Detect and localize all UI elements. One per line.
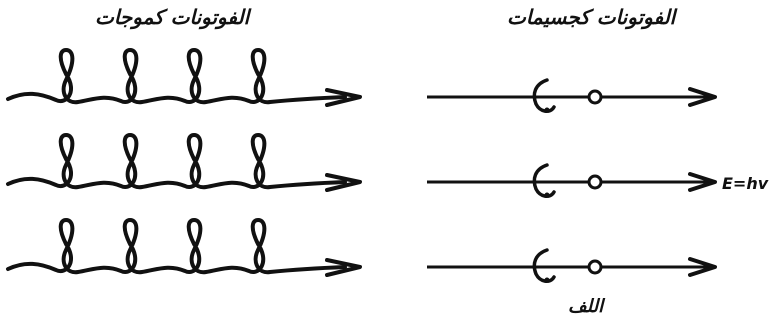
wave-photon-1 — [6, 48, 362, 107]
particle-photon-2 — [427, 163, 717, 199]
spin-label: اللف — [568, 296, 604, 317]
particle-dot — [587, 259, 603, 275]
particle-photon-1 — [427, 78, 717, 114]
wave-photon-2 — [6, 133, 362, 192]
particle-dot — [587, 174, 603, 190]
particle-photon-3 — [427, 248, 717, 284]
wave-photon-3 — [6, 218, 362, 277]
particles-title: الفوتونات كجسيمات — [507, 5, 676, 29]
waves-title: الفوتونات كموجات — [95, 5, 250, 29]
particle-dot — [587, 89, 603, 105]
energy-label: E=hv — [722, 174, 769, 193]
